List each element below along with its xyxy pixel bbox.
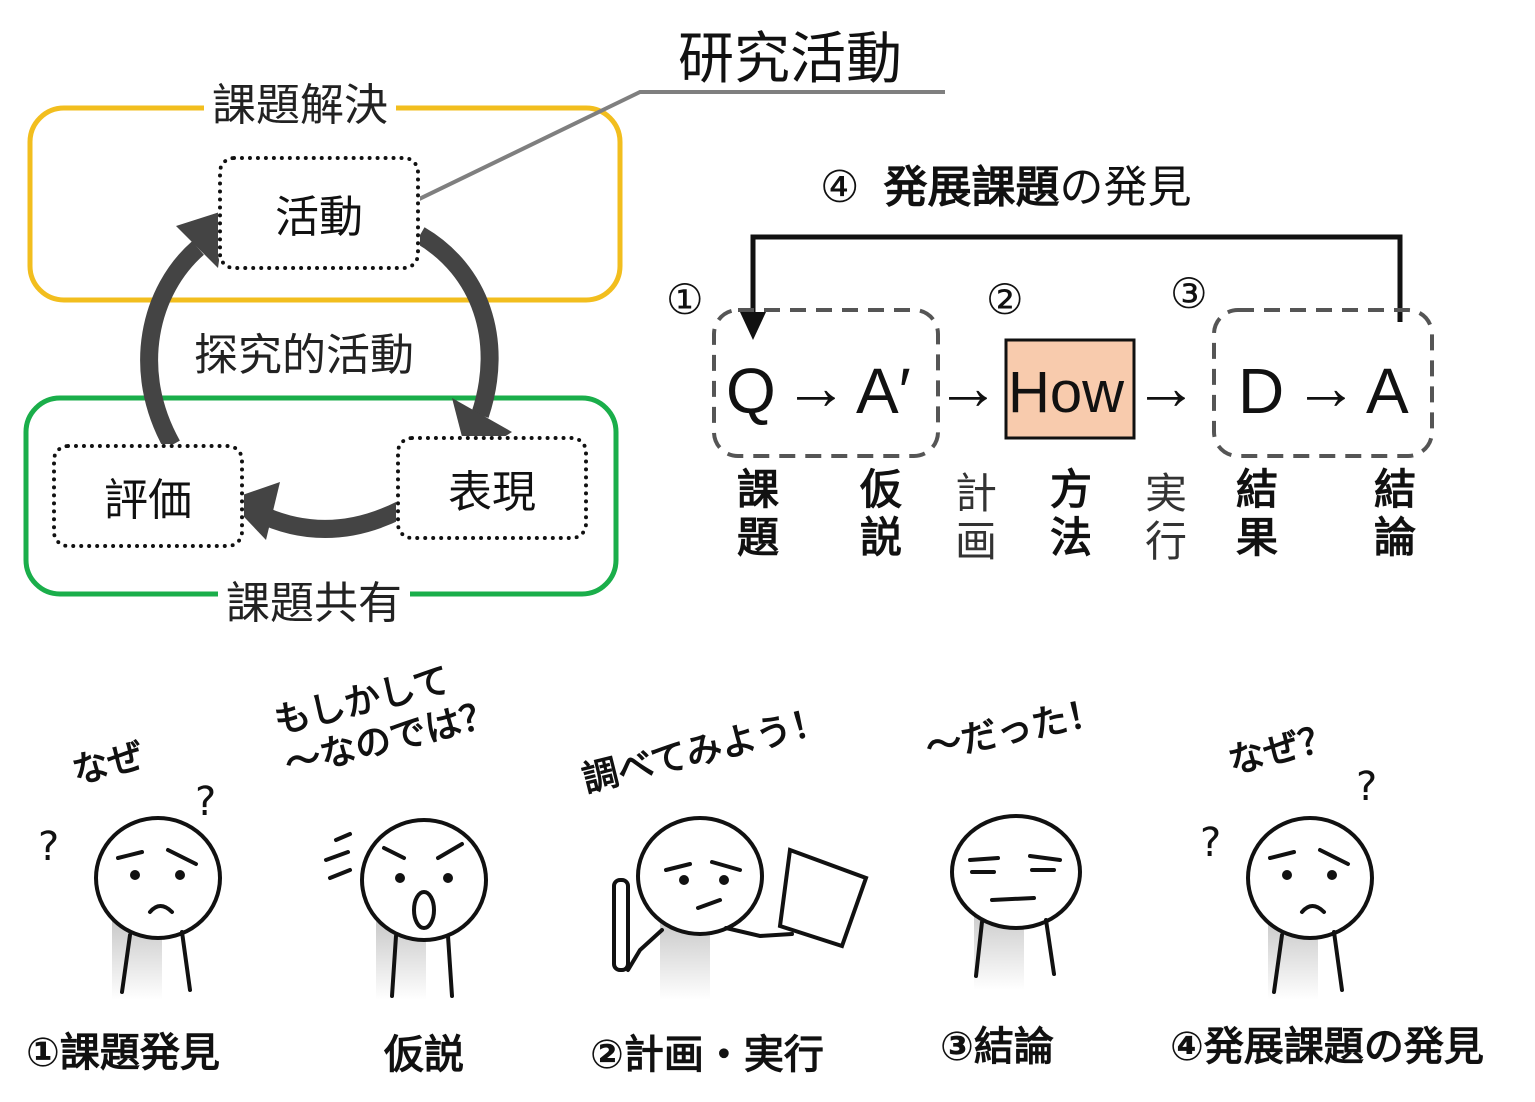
- flow-a-prime: A′: [856, 355, 911, 427]
- svg-text:?: ?: [1356, 764, 1377, 810]
- column-conclusion-top: 結: [1373, 465, 1416, 514]
- svg-text:?: ?: [38, 824, 59, 870]
- caption-1: ①課題発見: [26, 1030, 220, 1076]
- flow-arrow-3: →: [1134, 351, 1198, 423]
- flow-arrow-4: →: [1294, 351, 1358, 423]
- step-number-2: ②: [986, 275, 1024, 324]
- cycle-arrowhead-left: [176, 210, 226, 268]
- feedback-label-num: ④: [820, 162, 860, 213]
- column-plan: 計画: [951, 470, 1001, 566]
- column-plan-top: 計: [954, 469, 997, 518]
- node-activity: 活動: [218, 156, 420, 270]
- column-execute-bottom: 行: [1144, 517, 1187, 566]
- node-evaluation: 評価: [52, 444, 244, 548]
- speech-4: ～だった！: [922, 691, 1107, 770]
- feedback-label-rest: の発見: [1059, 162, 1192, 213]
- top-frame-label: 課題解決: [204, 80, 396, 132]
- cycle-arrow-left: [140, 241, 205, 450]
- callout-line: [379, 90, 945, 220]
- character-determined: [612, 816, 869, 1000]
- caption-3: ②計画・実行: [590, 1032, 824, 1078]
- column-conclusion-bottom: 論: [1373, 513, 1416, 562]
- svg-text:?: ?: [1200, 820, 1221, 866]
- column-result: 結果: [1232, 466, 1282, 562]
- column-hypothesis-bottom: 説: [859, 513, 902, 562]
- callout-label: 研究活動: [678, 27, 902, 92]
- flow-q: Q: [726, 355, 776, 427]
- group-question: [712, 308, 940, 458]
- column-method-top: 方: [1049, 465, 1092, 514]
- step-number-3: ③: [1170, 269, 1208, 318]
- character-worried-1: ? ?: [38, 779, 222, 1000]
- feedback-label: ④ 発展課題の発見: [820, 160, 1191, 216]
- characters-graphics: ? ?: [38, 764, 1377, 1000]
- column-issue-bottom: 題: [736, 513, 779, 562]
- group-result: [1212, 308, 1434, 458]
- character-worried-2: ? ?: [1200, 764, 1377, 1000]
- column-hypothesis-top: 仮: [859, 465, 902, 514]
- column-method-bottom: 法: [1049, 513, 1092, 562]
- svg-text:?: ?: [195, 779, 216, 825]
- step-number-1: ①: [666, 275, 704, 324]
- feedback-label-bold: 発展課題: [883, 162, 1060, 213]
- flow-d: D: [1238, 355, 1285, 427]
- flow-a: A: [1366, 355, 1409, 427]
- cycle-arrow-bottom: [247, 501, 405, 538]
- center-label: 探究的活動: [186, 330, 422, 382]
- character-smug: [950, 814, 1082, 990]
- flow-arrow-2: →: [936, 351, 1000, 423]
- column-issue-top: 課: [736, 465, 779, 514]
- feedback-arrowhead: [740, 312, 766, 340]
- column-method: 方法: [1046, 466, 1096, 562]
- column-plan-bottom: 画: [954, 517, 997, 566]
- column-hypothesis: 仮説: [856, 466, 906, 562]
- character-surprised: [324, 818, 488, 1000]
- caption-5: ④発展課題の発見: [1170, 1024, 1484, 1070]
- bottom-frame-label: 課題共有: [218, 578, 410, 630]
- column-issue: 課題: [733, 466, 783, 562]
- caption-4: ③結論: [940, 1024, 1054, 1070]
- how-box: [1004, 338, 1136, 440]
- cycle-arrow-right: [415, 227, 499, 418]
- caption-2: 仮説: [384, 1032, 464, 1078]
- flow-how: How: [1008, 360, 1125, 425]
- column-conclusion: 結論: [1370, 466, 1420, 562]
- column-result-top: 結: [1235, 465, 1278, 514]
- column-result-bottom: 果: [1235, 513, 1278, 562]
- flow-diagram-graphics: [712, 234, 1434, 458]
- flow-arrow-1: →: [784, 351, 848, 423]
- feedback-line: [750, 234, 1403, 322]
- column-execute: 実行: [1141, 470, 1191, 566]
- node-expression: 表現: [396, 436, 588, 540]
- column-execute-top: 実: [1144, 469, 1187, 518]
